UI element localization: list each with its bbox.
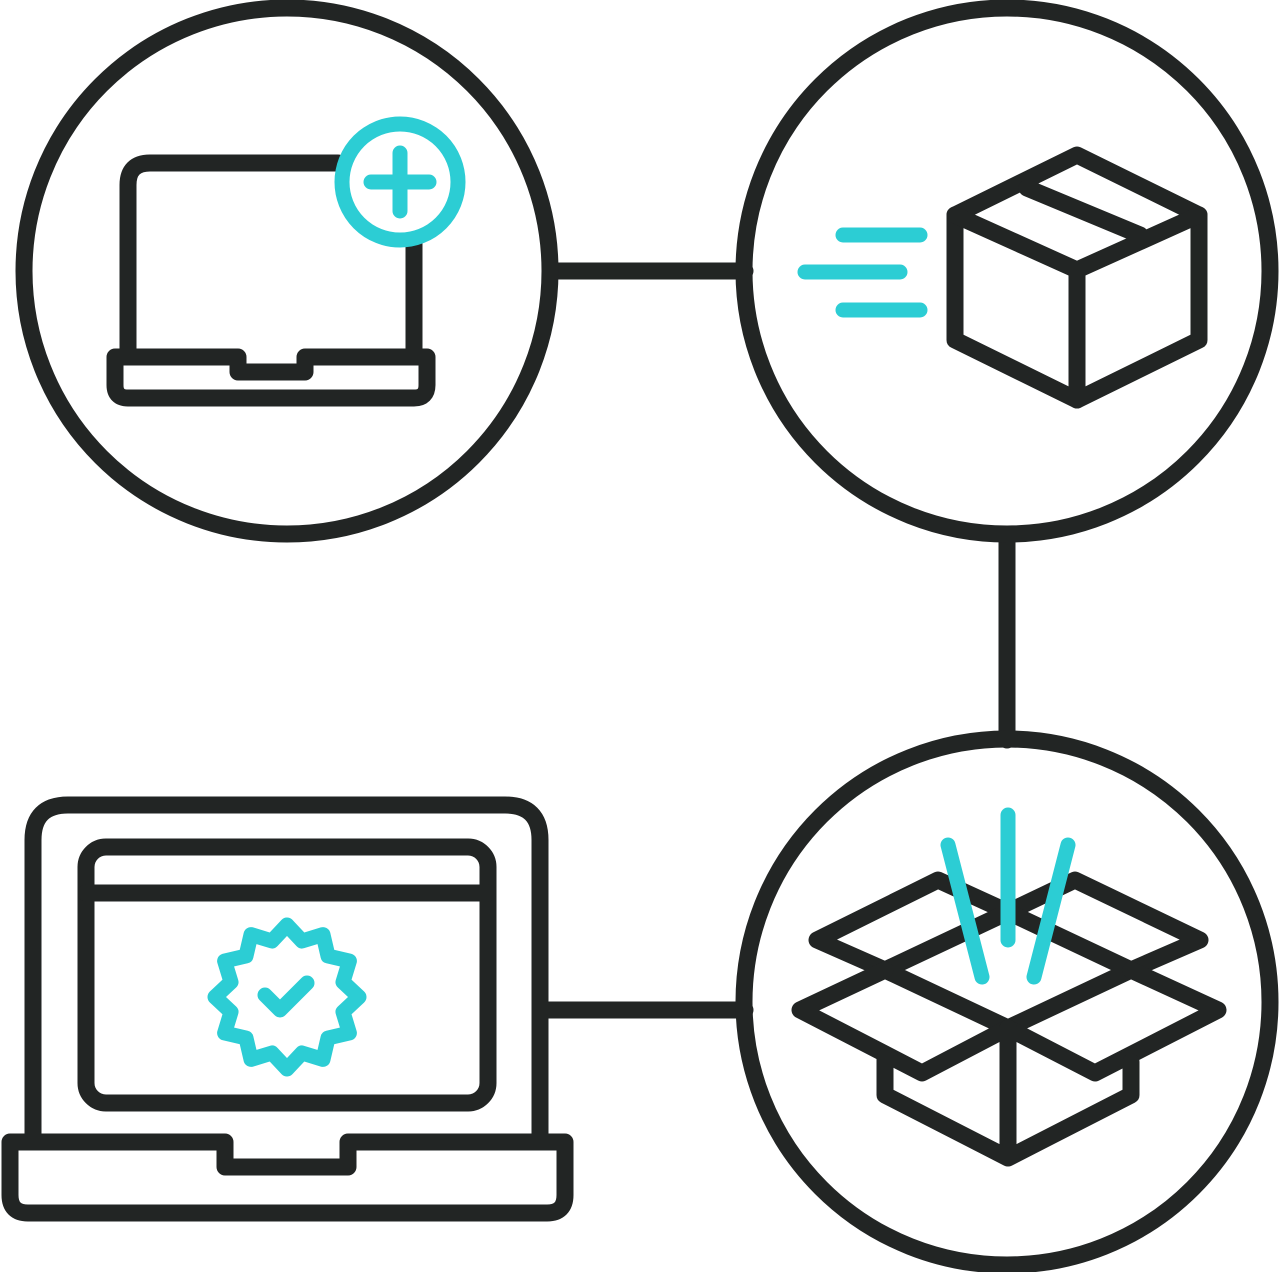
node-laptop-add <box>15 0 559 543</box>
large-laptop-icon <box>1 796 574 1222</box>
box-icon <box>946 146 1208 409</box>
plus-circle-icon <box>334 116 466 248</box>
unboxing-lines-icon <box>940 807 1076 985</box>
node-circle <box>15 0 559 543</box>
node-box-open <box>735 730 1279 1272</box>
open-box-icon <box>791 871 1227 1167</box>
connectors <box>536 262 1016 1019</box>
laptop-icon <box>106 154 436 407</box>
node-circle <box>735 730 1279 1272</box>
speed-lines-icon <box>797 227 928 318</box>
node-laptop-verified <box>1 796 574 1222</box>
node-circle <box>735 0 1279 543</box>
node-box-shipping <box>735 0 1279 543</box>
verified-badge-icon <box>207 917 367 1077</box>
